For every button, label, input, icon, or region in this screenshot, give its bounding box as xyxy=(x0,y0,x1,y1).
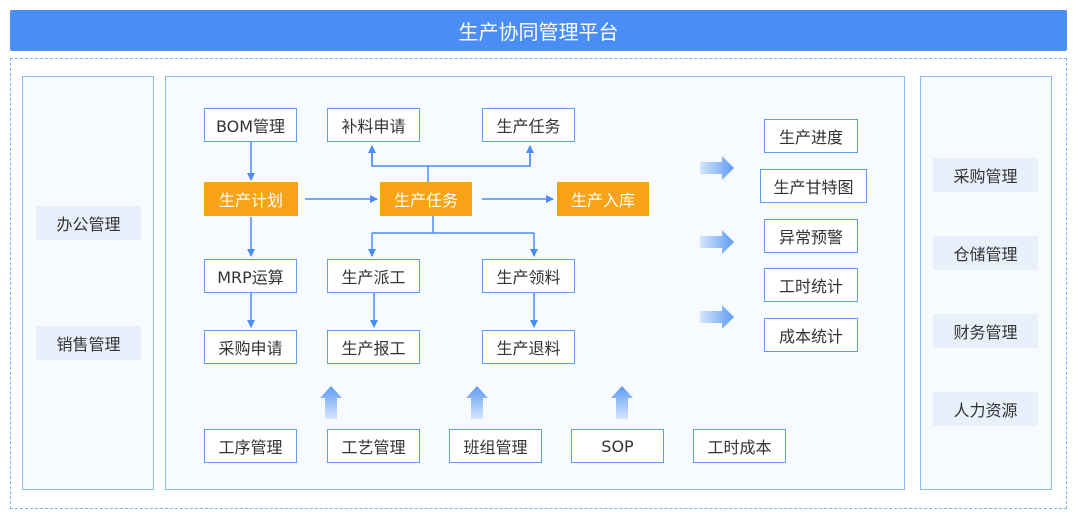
platform-frame xyxy=(10,58,1067,509)
work-report-box[interactable]: 生产报工 xyxy=(327,330,420,364)
right-item-warehouse[interactable]: 仓储管理 xyxy=(933,236,1038,270)
right-item-purchase[interactable]: 采购管理 xyxy=(933,158,1038,192)
up-arrows xyxy=(320,386,633,419)
material-return-box[interactable]: 生产退料 xyxy=(482,330,575,364)
process-management-box[interactable]: 工序管理 xyxy=(204,429,297,463)
material-pick-box[interactable]: 生产领料 xyxy=(482,259,575,293)
supplement-request-box[interactable]: 补料申请 xyxy=(327,108,420,142)
output-hours-box[interactable]: 工时统计 xyxy=(764,268,858,302)
output-alert-box[interactable]: 异常预警 xyxy=(764,219,858,253)
left-panel xyxy=(22,76,154,490)
production-task-top-box[interactable]: 生产任务 xyxy=(482,108,575,142)
production-plan-box[interactable]: 生产计划 xyxy=(204,182,298,216)
right-arrow-2 xyxy=(700,230,734,254)
bom-management-box[interactable]: BOM管理 xyxy=(204,108,297,142)
craft-management-box[interactable]: 工艺管理 xyxy=(327,429,420,463)
left-item-sales[interactable]: 销售管理 xyxy=(36,326,141,360)
output-progress-box[interactable]: 生产进度 xyxy=(764,119,858,153)
mrp-calc-box[interactable]: MRP运算 xyxy=(204,259,297,293)
platform-title: 生产协同管理平台 xyxy=(10,10,1067,51)
right-arrows xyxy=(700,156,734,329)
dispatch-box[interactable]: 生产派工 xyxy=(327,259,420,293)
purchase-request-box[interactable]: 采购申请 xyxy=(204,330,297,364)
up-arrow-sop xyxy=(611,386,633,419)
labor-cost-box[interactable]: 工时成本 xyxy=(693,429,786,463)
up-arrow-team xyxy=(466,386,488,419)
up-arrow-craft xyxy=(320,386,342,419)
output-gantt-box[interactable]: 生产甘特图 xyxy=(760,169,867,203)
sop-box[interactable]: SOP xyxy=(571,429,664,463)
warehouse-in-box[interactable]: 生产入库 xyxy=(557,182,649,216)
output-cost-box[interactable]: 成本统计 xyxy=(764,318,858,352)
right-arrow-1 xyxy=(700,156,734,180)
right-item-finance[interactable]: 财务管理 xyxy=(933,314,1038,348)
right-item-hr[interactable]: 人力资源 xyxy=(933,392,1038,426)
right-arrow-3 xyxy=(700,305,734,329)
production-task-main-box[interactable]: 生产任务 xyxy=(380,182,472,216)
team-management-box[interactable]: 班组管理 xyxy=(449,429,542,463)
left-item-office[interactable]: 办公管理 xyxy=(36,206,141,240)
